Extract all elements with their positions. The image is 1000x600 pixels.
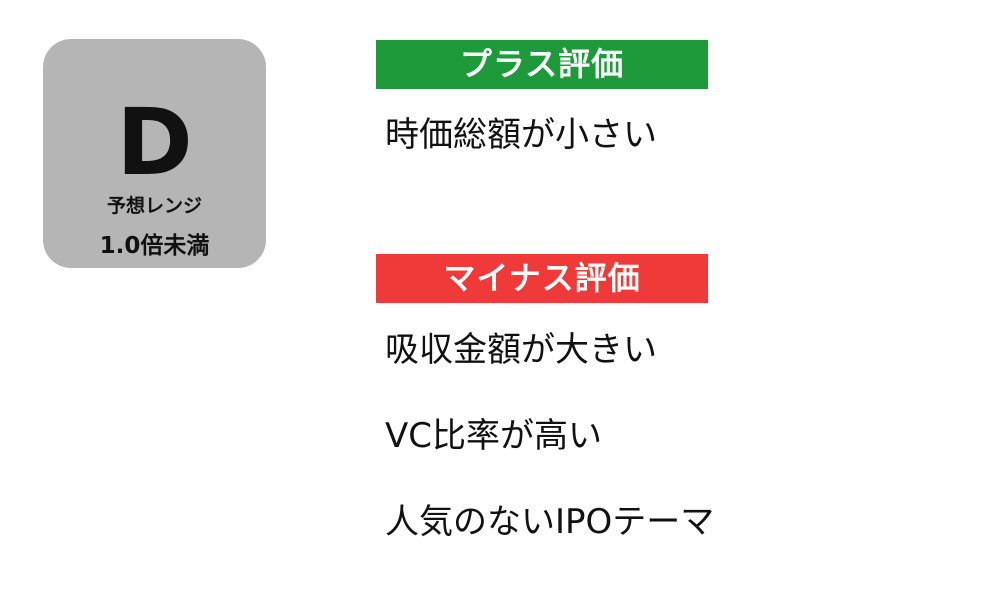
plus-evaluation-item: 時価総額が小さい	[385, 115, 657, 155]
plus-evaluation-heading: プラス評価	[376, 40, 708, 89]
minus-evaluation-item: 人気のないIPOテーマ	[385, 502, 715, 542]
minus-evaluation-item: VC比率が高い	[385, 416, 602, 456]
rating-card: D 予想レンジ 1.0倍未満	[43, 39, 266, 268]
forecast-range-label: 予想レンジ	[106, 195, 202, 217]
minus-evaluation-heading: マイナス評価	[376, 254, 708, 303]
minus-evaluation-item: 吸収金額が大きい	[385, 330, 657, 370]
forecast-range-value: 1.0倍未満	[99, 233, 210, 259]
grade-letter: D	[116, 89, 193, 196]
